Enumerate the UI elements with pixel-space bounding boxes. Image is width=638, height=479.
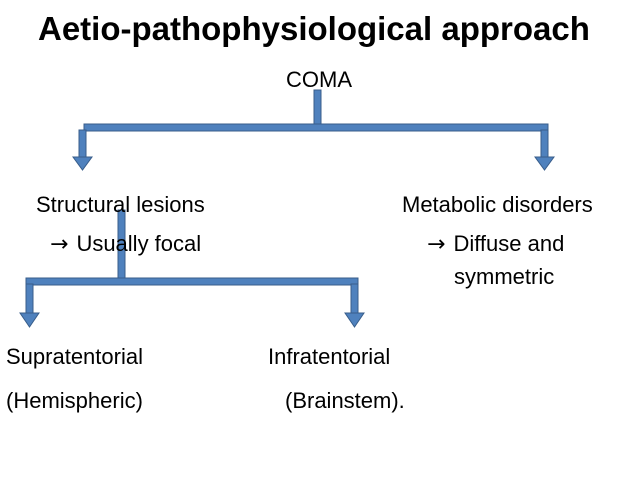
arrow-to-supratentorial [19, 283, 40, 328]
supratentorial-label: Supratentorial [6, 344, 143, 369]
metabolic-note-text-2: symmetric [454, 264, 555, 289]
structural-note: → Usually focal [50, 231, 201, 258]
structural-lesions-label: Structural lesions [36, 192, 205, 217]
right-arrow-icon: → [427, 232, 446, 257]
sub-bus [25, 277, 359, 286]
structural-note-text: Usually focal [76, 231, 202, 256]
arrow-to-structural [72, 129, 93, 171]
root-stem [313, 89, 322, 129]
infratentorial-detail: (Brainstem). [285, 388, 405, 413]
infratentorial-label: Infratentorial [268, 344, 391, 369]
metabolic-note: → Diffuse and [427, 231, 564, 258]
metabolic-disorders-label: Metabolic disorders [402, 192, 593, 217]
root-node-label: COMA [286, 67, 352, 92]
slide-title: Aetio-pathophysiological approach [38, 10, 590, 47]
right-arrow-icon: → [50, 232, 69, 257]
arrow-to-infratentorial [344, 283, 365, 328]
metabolic-note-text-1: Diffuse and [453, 231, 565, 256]
top-bus [83, 123, 549, 132]
arrow-to-metabolic [534, 129, 555, 171]
supratentorial-detail: (Hemispheric) [6, 388, 143, 413]
